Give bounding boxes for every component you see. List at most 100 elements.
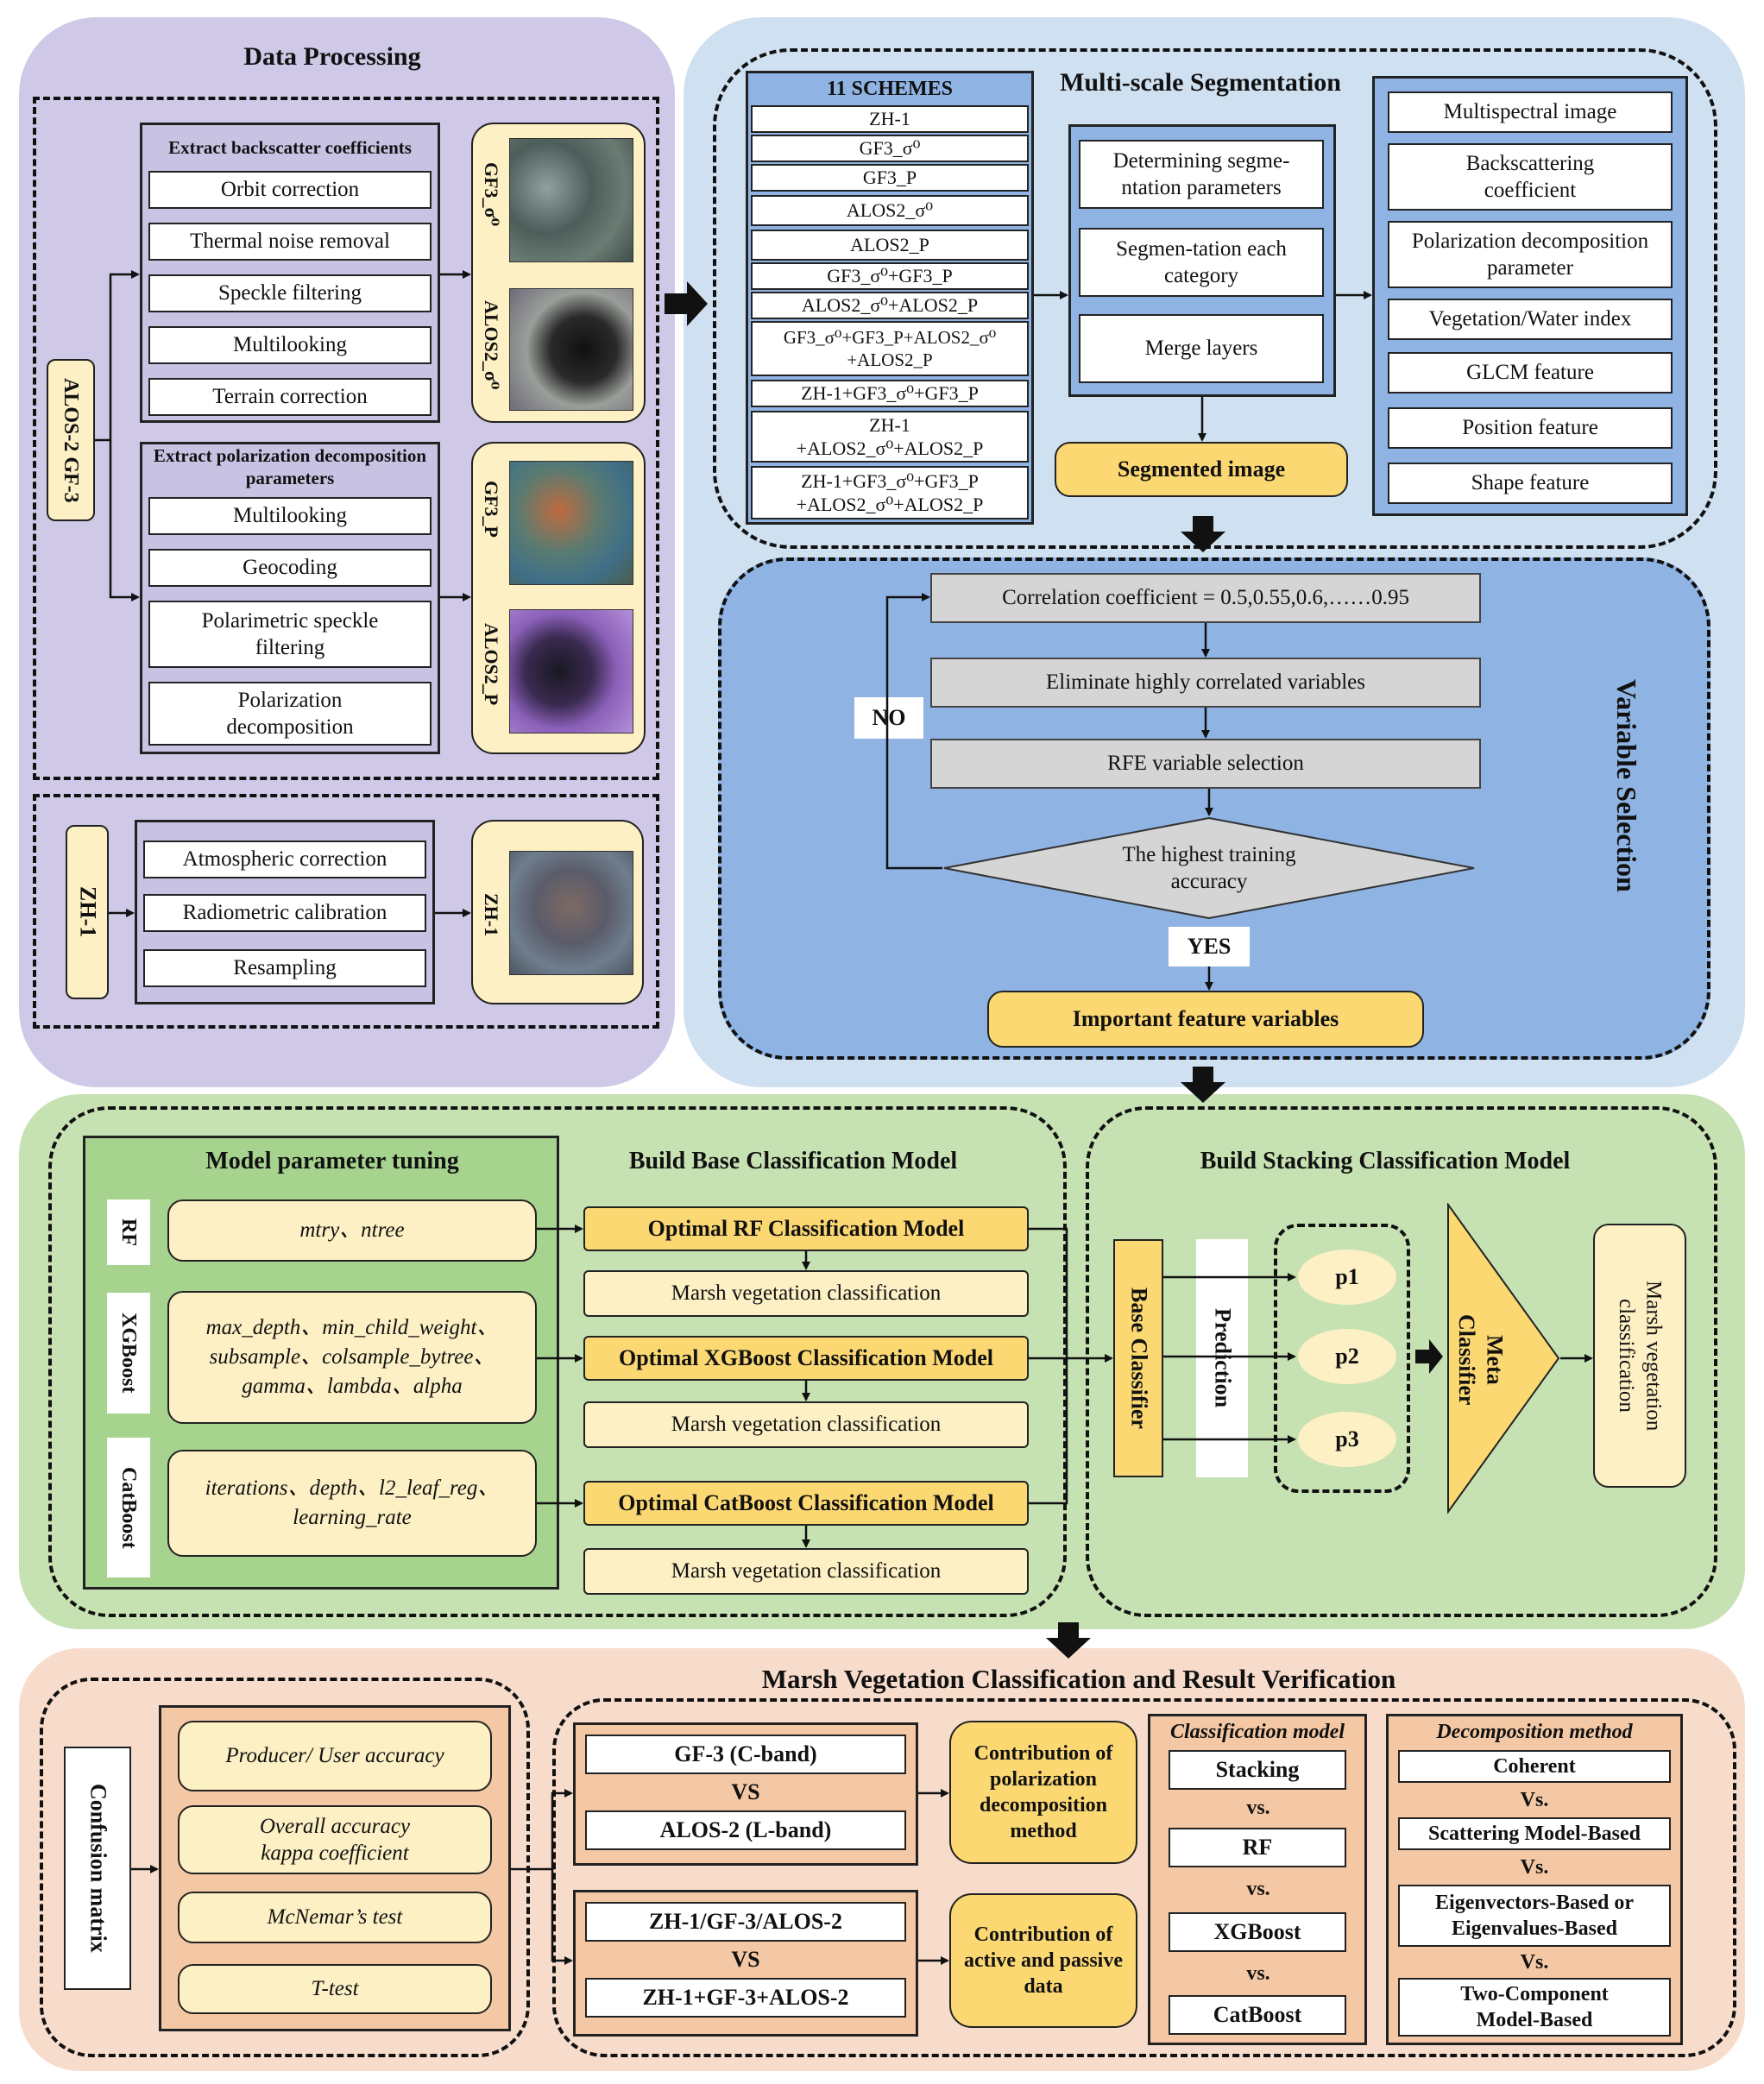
step-orbit-correction: Orbit correction	[148, 171, 432, 209]
model-catboost: CatBoost	[1169, 1995, 1346, 2035]
classification-model-title: Classification model	[1169, 1721, 1345, 1743]
contribution-polarization: Contribution of polarization decompositi…	[949, 1721, 1137, 1864]
variable-selection-title: Variable Selection	[1611, 678, 1642, 892]
p1: p1	[1298, 1250, 1396, 1305]
step-thermal-noise-removal: Thermal noise removal	[148, 223, 432, 261]
method-scattering-model: Scattering Model-Based	[1398, 1817, 1671, 1850]
vs-3: vs.	[1246, 1962, 1270, 1985]
zh1-image-label: ZH-1	[480, 892, 502, 937]
p3: p3	[1298, 1412, 1396, 1467]
optimal-xgboost-model: Optimal XGBoost Classification Model	[583, 1336, 1029, 1381]
sensors-label: ALOS-2 GF-3	[47, 359, 95, 521]
scheme-item: ALOS2_P	[751, 230, 1029, 261]
feature-vegetation-water-index: Vegetation/Water index	[1388, 299, 1673, 340]
zh1-label: ZH-1	[66, 825, 109, 999]
stacking-frame	[1086, 1106, 1717, 1617]
feature-polarization-decomposition: Polarization decomposition parameter	[1388, 221, 1673, 288]
overall-accuracy-kappa: Overall accuracy kappa coefficient	[178, 1805, 492, 1874]
feature-position: Position feature	[1388, 407, 1673, 449]
scheme-item: ALOS2_σ⁰	[751, 195, 1029, 226]
optical-processing-frame	[33, 794, 659, 1029]
stacking-output: Marsh vegetation classification	[1593, 1224, 1686, 1488]
gf3-p-image	[509, 461, 633, 585]
scheme-item: ALOS2_σ⁰+ALOS2_P	[751, 292, 1029, 319]
scheme-item: GF3_σ⁰	[751, 135, 1029, 162]
vs-b: Vs.	[1520, 1856, 1549, 1879]
base-classifier: Base Classifier	[1113, 1239, 1163, 1477]
segmented-image: Segmented image	[1055, 442, 1348, 497]
alos2-sigma-image	[509, 288, 633, 411]
comparison-frame	[552, 1698, 1736, 2057]
variable-selection-frame	[718, 557, 1710, 1060]
optimal-rf-model: Optimal RF Classification Model	[583, 1206, 1029, 1251]
producer-user-accuracy: Producer/ User accuracy	[178, 1721, 492, 1791]
merge-layers: Merge layers	[1079, 314, 1324, 383]
scheme-item: ZH-1+GF3_σ⁰+GF3_P +ALOS2_σ⁰+ALOS2_P	[751, 466, 1029, 519]
feature-shape: Shape feature	[1388, 463, 1673, 504]
contribution-active-passive: Contribution of active and passive data	[949, 1893, 1137, 2028]
confusion-matrix: Confusion matrix	[64, 1747, 131, 1990]
rf-params: mtry、ntree	[167, 1199, 537, 1262]
catboost-classification-result: Marsh vegetation classification	[583, 1548, 1029, 1595]
scheme-item: GF3_σ⁰+GF3_P	[751, 262, 1029, 290]
correlation-coefficient: Correlation coefficient = 0.5,0.55,0.6,……	[930, 573, 1481, 623]
meta-triangle	[1447, 1203, 1560, 1514]
step-polarization-decomposition: Polarization decomposition	[148, 682, 432, 746]
scheme-item: GF3_σ⁰+GF3_P+ALOS2_σ⁰ +ALOS2_P	[751, 321, 1029, 376]
step-terrain-correction: Terrain correction	[148, 378, 432, 416]
important-feature-variables: Important feature variables	[987, 991, 1424, 1048]
decomposition-method-title: Decomposition method	[1436, 1721, 1633, 1743]
segmentation-frame	[713, 48, 1717, 549]
variable-selection-bg	[718, 557, 1710, 1060]
tuning-title: Model parameter tuning	[205, 1147, 459, 1174]
catboost-params: iterations、depth、l2_leaf_reg、learning_ra…	[167, 1450, 537, 1557]
decision-diamond	[943, 816, 1475, 920]
step-multilooking: Multilooking	[148, 326, 432, 364]
zh1-gf3-alos2-separate: ZH-1/GF-3/ALOS-2	[585, 1902, 906, 1942]
method-eigen-based: Eigenvectors-Based or Eigenvalues-Based	[1398, 1885, 1671, 1947]
step-resampling: Resampling	[143, 949, 426, 987]
sar-processing-frame	[33, 97, 659, 780]
meta-classifier: Meta Classifier	[1454, 1314, 1508, 1406]
model-name-xgboost: XGBoost	[107, 1293, 150, 1413]
alos2-sigma-label: ALOS2_σ⁰	[480, 300, 502, 390]
data-processing-title: Data Processing	[243, 42, 421, 72]
model-name-rf: RF	[107, 1199, 150, 1265]
step-geocoding: Geocoding	[148, 549, 432, 587]
prediction-box: Prediction	[1196, 1239, 1248, 1477]
model-name-catboost: CatBoost	[107, 1438, 150, 1577]
yes-label: YES	[1169, 927, 1250, 966]
step-polarimetric-speckle-filtering: Polarimetric speckle filtering	[148, 601, 432, 668]
vs-label-1: VS	[731, 1779, 760, 1804]
rf-classification-result: Marsh vegetation classification	[583, 1270, 1029, 1317]
model-xgboost: XGBoost	[1169, 1912, 1346, 1952]
segmentation-each-category: Segmen-tation each category	[1079, 228, 1324, 297]
stacking-title: Build Stacking Classification Model	[1200, 1147, 1571, 1174]
decision-text: The highest training accuracy	[1122, 842, 1296, 893]
gf3-p-label: GF3_P	[480, 481, 502, 538]
t-test: T-test	[178, 1964, 492, 2014]
step-pol-multilooking: Multilooking	[148, 497, 432, 535]
step-radiometric-calibration: Radiometric calibration	[143, 894, 426, 932]
build-base-title: Build Base Classification Model	[628, 1147, 958, 1174]
determine-segmentation-parameters: Determining segme-ntation parameters	[1079, 140, 1324, 209]
vs-label-2: VS	[731, 1946, 760, 1972]
no-label: NO	[854, 697, 923, 739]
method-coherent: Coherent	[1398, 1750, 1671, 1783]
scheme-item: GF3_P	[751, 164, 1029, 192]
xgboost-classification-result: Marsh vegetation classification	[583, 1401, 1029, 1448]
xgboost-params: max_depth、min_child_weight、subsample、col…	[167, 1291, 537, 1424]
model-stacking: Stacking	[1169, 1750, 1346, 1790]
backscatter-title: Extract backscatter coefficients	[168, 136, 412, 158]
eliminate-correlated-variables: Eliminate highly correlated variables	[930, 658, 1481, 708]
schemes-title: 11 SCHEMES	[748, 73, 1031, 104]
vs-2: vs.	[1246, 1878, 1270, 1900]
feature-backscattering-coefficient: Backscattering coefficient	[1388, 143, 1673, 211]
alos2-p-image	[509, 609, 633, 733]
optimal-catboost-model: Optimal CatBoost Classification Model	[583, 1481, 1029, 1526]
vs-a: Vs.	[1520, 1789, 1549, 1811]
model-rf: RF	[1169, 1828, 1346, 1867]
gf3-c-band: GF-3 (C-band)	[585, 1735, 906, 1774]
gf3-sigma-image	[509, 138, 633, 262]
